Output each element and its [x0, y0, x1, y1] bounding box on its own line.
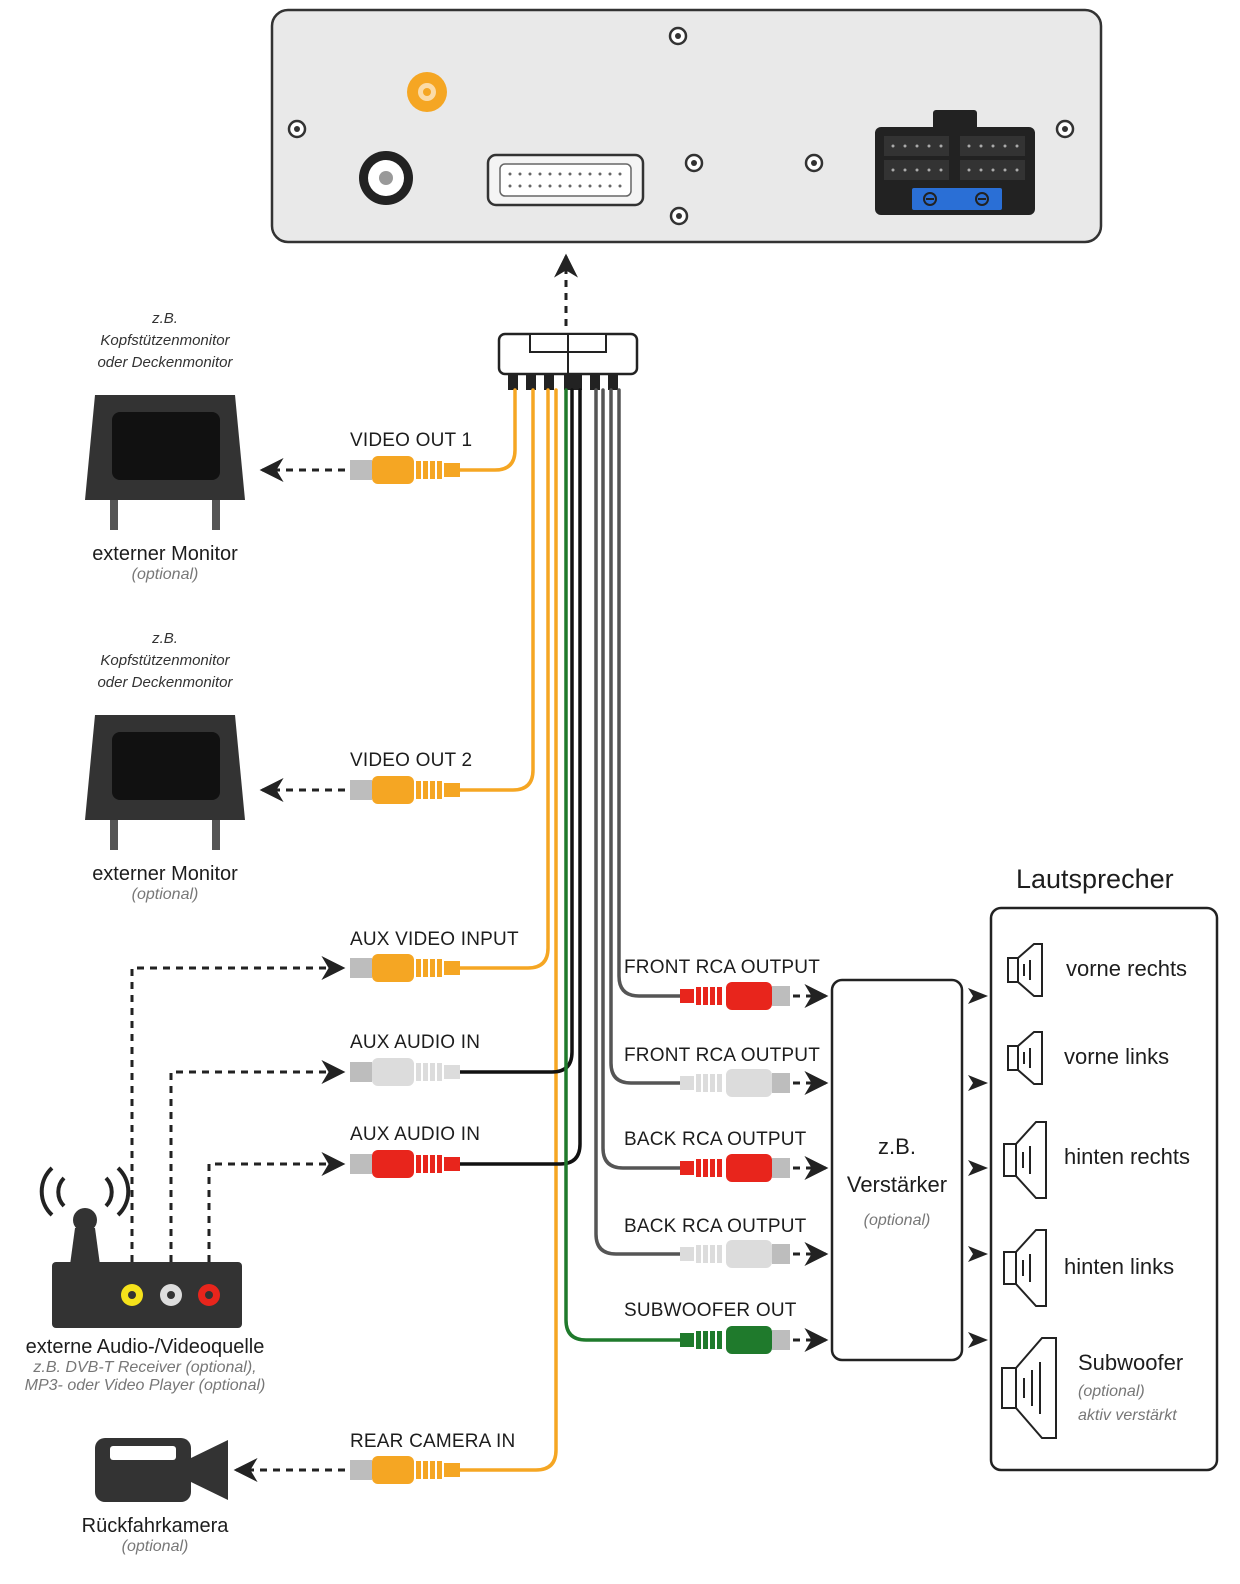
label-back-rca-output-1: BACK RCA OUTPUT	[624, 1129, 807, 1150]
rca-plug-rear-camera	[350, 1456, 460, 1484]
monitor-note-1: z.B. Kopfstützenmonitor oder Deckenmonit…	[85, 308, 245, 374]
label-aux-audio-in-1: AUX AUDIO IN	[350, 1032, 481, 1053]
label-aux-audio-in-2: AUX AUDIO IN	[350, 1124, 481, 1145]
gps-antenna-socket-icon	[407, 72, 447, 112]
amplifier-optional: (optional)	[863, 1212, 931, 1229]
device-name: externer Monitor	[92, 543, 238, 565]
av-source-label: externe Audio-/Videoquelle z.B. DVB-T Re…	[0, 1336, 290, 1395]
head-unit-panel	[270, 8, 1103, 244]
subwoofer-icon	[1001, 1337, 1057, 1439]
monitor-note-line: Kopfstützenmonitor	[100, 652, 230, 669]
amplifier-line: Verstärker	[846, 1172, 948, 1197]
screw-icon	[669, 206, 689, 226]
monitor-note-line: oder Deckenmonitor	[97, 674, 233, 691]
iso-connector-icon	[875, 110, 1035, 215]
speaker-label: hinten rechts	[1064, 1144, 1190, 1169]
device-optional: (optional)	[131, 566, 199, 583]
rca-plug-front-red	[680, 982, 790, 1010]
rf-antenna-socket-icon	[359, 151, 413, 205]
speakers-title: Lautsprecher	[1016, 864, 1174, 894]
speaker-label: hinten links	[1064, 1254, 1175, 1279]
screw-icon	[804, 153, 824, 173]
screw-icon	[684, 153, 704, 173]
speaker-icon	[1003, 1121, 1047, 1199]
speakers-box	[989, 906, 1219, 1472]
wires	[458, 388, 682, 1472]
subwoofer-optional: (optional)	[1078, 1383, 1145, 1400]
monitor-note-2: z.B. Kopfstützenmonitor oder Deckenmonit…	[85, 628, 245, 694]
rca-plug-video-out-2	[350, 776, 460, 804]
monitor-icon	[85, 395, 245, 530]
rca-plug-aux-video-input	[350, 954, 460, 982]
speaker-label: vorne rechts	[1066, 956, 1188, 981]
device-note: MP3- oder Video Player (optional)	[24, 1377, 266, 1394]
monitor-note-line: Kopfstützenmonitor	[100, 332, 230, 349]
device-name: externe Audio-/Videoquelle	[25, 1336, 265, 1358]
rca-plug-back-red	[680, 1154, 790, 1182]
monitor-note-line: z.B.	[152, 310, 178, 327]
screw-icon	[668, 26, 688, 46]
screw-icon	[1055, 119, 1075, 139]
label-front-rca-output-1: FRONT RCA OUTPUT	[624, 957, 821, 978]
monitor-icon	[85, 715, 245, 850]
subwoofer-active: aktiv verstärkt	[1078, 1407, 1177, 1424]
label-front-rca-output-2: FRONT RCA OUTPUT	[624, 1045, 821, 1066]
label-video-out-1: VIDEO OUT 1	[350, 430, 473, 451]
harness-connector-icon	[497, 332, 639, 390]
rca-plug-subwoofer	[680, 1326, 790, 1354]
external-monitor-2-label: externer Monitor (optional)	[60, 863, 270, 904]
rca-plug-aux-audio-white	[350, 1058, 460, 1086]
subwoofer-note: (optional) aktiv verstärkt	[1078, 1380, 1177, 1428]
device-optional: (optional)	[131, 886, 199, 903]
rca-plug-aux-audio-red	[350, 1150, 460, 1178]
device-note: z.B. DVB-T Receiver (optional),	[33, 1359, 257, 1376]
speaker-icon	[1007, 1031, 1043, 1085]
speaker-label: Subwoofer	[1078, 1350, 1184, 1375]
device-optional: (optional)	[121, 1538, 189, 1555]
label-video-out-2: VIDEO OUT 2	[350, 750, 473, 771]
rca-plug-video-out-1	[350, 456, 460, 484]
screw-icon	[287, 119, 307, 139]
speaker-icon	[1003, 1229, 1047, 1307]
label-subwoofer-out: SUBWOOFER OUT	[624, 1300, 797, 1321]
signal-arrows	[130, 458, 829, 1482]
amplifier-box	[830, 978, 964, 1362]
harness-socket-icon	[486, 153, 645, 207]
amplifier-line: z.B.	[878, 1134, 916, 1159]
label-rear-camera-in: REAR CAMERA IN	[350, 1431, 516, 1452]
device-name: Rückfahrkamera	[81, 1515, 229, 1537]
amplifier-label: z.B. Verstärker (optional)	[832, 1128, 962, 1230]
speaker-label: vorne links	[1064, 1044, 1170, 1069]
speaker-icon	[1007, 943, 1043, 997]
device-name: externer Monitor	[92, 863, 238, 885]
rca-plug-front-white	[680, 1069, 790, 1097]
label-aux-video-input: AUX VIDEO INPUT	[350, 929, 519, 950]
amp-to-speaker-arrows	[968, 988, 988, 1348]
label-back-rca-output-2: BACK RCA OUTPUT	[624, 1216, 807, 1237]
rca-plug-back-white	[680, 1240, 790, 1268]
camera-label: Rückfahrkamera (optional)	[50, 1515, 260, 1556]
external-monitor-1-label: externer Monitor (optional)	[60, 543, 270, 584]
monitor-note-line: z.B.	[152, 630, 178, 647]
av-source-icon	[39, 1166, 242, 1328]
monitor-note-line: oder Deckenmonitor	[97, 354, 233, 371]
camera-icon	[95, 1438, 228, 1502]
